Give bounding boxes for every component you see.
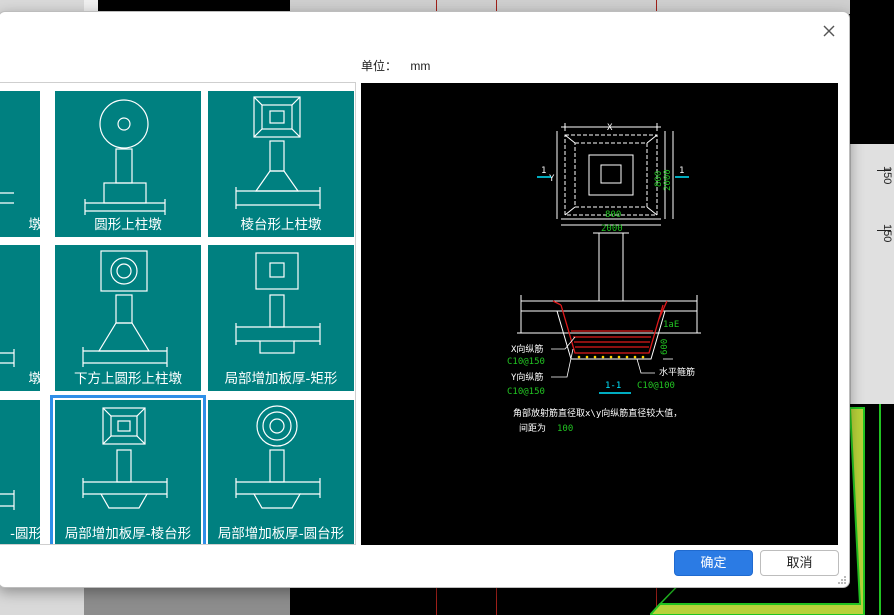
thumbnail-label: -圆形: [10, 526, 42, 542]
thumbnail-partial-row3[interactable]: -圆形: [0, 400, 42, 544]
y-rebar-value: C10@150: [507, 387, 545, 397]
thumbnail-thicken-cone[interactable]: 局部增加板厚-圆台形: [208, 400, 354, 544]
dim-side-length: 1aE: [663, 320, 679, 330]
unit-label: 单位：: [361, 59, 398, 73]
note-line-2-prefix: 间距为: [519, 422, 546, 434]
unit-value: mm: [410, 59, 431, 73]
thumbnail-label: 墩: [28, 371, 43, 387]
ruler-tick: [877, 170, 891, 171]
top-ruler-strip: [290, 0, 850, 14]
thumbnail-partial-row1[interactable]: 墩: [0, 91, 43, 237]
close-icon: [823, 25, 835, 37]
thumbnail-partial-row2[interactable]: 墩: [0, 245, 43, 391]
thumbnail-thicken-rect[interactable]: 局部增加板厚-矩形: [208, 245, 354, 391]
dim-600: 600: [660, 339, 670, 355]
preview-drawing-panel: X Y 800 2000 800 2000 1 1: [361, 83, 838, 545]
ruler-tick: [877, 230, 891, 231]
thumbnail-label: 墩: [28, 217, 43, 233]
close-button[interactable]: [819, 21, 839, 41]
thumbnail-round-column-pier[interactable]: 圆形上柱墩: [55, 91, 201, 237]
dim-2000-h: 2000: [601, 224, 623, 234]
thumbnail-drawing: [82, 407, 168, 509]
section-mark-right: 1: [679, 166, 684, 176]
thumbnail-frustum-column-pier[interactable]: 棱台形上柱墩: [208, 91, 354, 237]
thumbnail-drawing: [0, 490, 15, 510]
thumbnail-drawing: [235, 405, 321, 509]
ruler-value: 150: [881, 166, 893, 185]
thumbnail-label: 圆形上柱墩: [94, 217, 162, 233]
thumbnail-drawing: [82, 250, 168, 367]
right-ruler-panel: 150 150: [850, 144, 894, 404]
ok-button[interactable]: 确定: [674, 550, 753, 576]
thumbnail-label: 局部增加板厚-圆台形: [217, 526, 345, 542]
note-line-1: 角部放射筋直径取x\y向纵筋直径较大值，: [513, 407, 682, 419]
dim-800-v: 800: [654, 171, 664, 187]
pier-style-dialog: 单位： mm 墩 圆形上柱墩: [0, 11, 850, 588]
stirrup-label: 水平箍筋: [659, 366, 695, 378]
thumbnail-label: 局部增加板厚-棱台形: [64, 526, 192, 542]
ruler-value: 150: [881, 224, 893, 243]
dim-800-h: 800: [605, 210, 621, 220]
unit-row: 单位： mm: [361, 57, 430, 74]
x-rebar-label: X向纵筋: [511, 343, 543, 355]
thumbnail-grid: 墩 圆形上柱墩: [0, 82, 356, 545]
cancel-button[interactable]: 取消: [760, 550, 839, 576]
resize-grip-icon[interactable]: [837, 575, 847, 585]
thumbnail-label: 局部增加板厚-矩形: [224, 371, 338, 387]
dim-y: Y: [549, 174, 555, 184]
preview-drawing: X Y 800 2000 800 2000 1 1: [507, 123, 701, 434]
thumbnail-drawing: [235, 252, 321, 354]
dim-2000-v: 2000: [663, 169, 673, 191]
thumbnail-drawing: [0, 349, 15, 367]
section-mark-left: 1: [541, 166, 546, 176]
section-name: 1-1: [605, 381, 621, 391]
thumbnail-square-round-pier[interactable]: 下方上圆形上柱墩: [55, 245, 201, 391]
x-rebar-value: C10@150: [507, 357, 545, 367]
thumbnail-drawing: [84, 99, 166, 215]
dim-x: X: [607, 123, 613, 133]
y-rebar-label: Y向纵筋: [511, 371, 543, 383]
thumbnail-label: 下方上圆形上柱墩: [74, 371, 182, 387]
stirrup-value: C10@100: [637, 381, 675, 391]
thumbnail-drawing: [235, 96, 321, 209]
bottom-panel: [84, 588, 290, 615]
thumbnail-thicken-frustum[interactable]: 局部增加板厚-棱台形: [50, 395, 206, 544]
thumbnail-label: 棱台形上柱墩: [240, 217, 322, 233]
note-line-2-value: 100: [557, 424, 573, 434]
